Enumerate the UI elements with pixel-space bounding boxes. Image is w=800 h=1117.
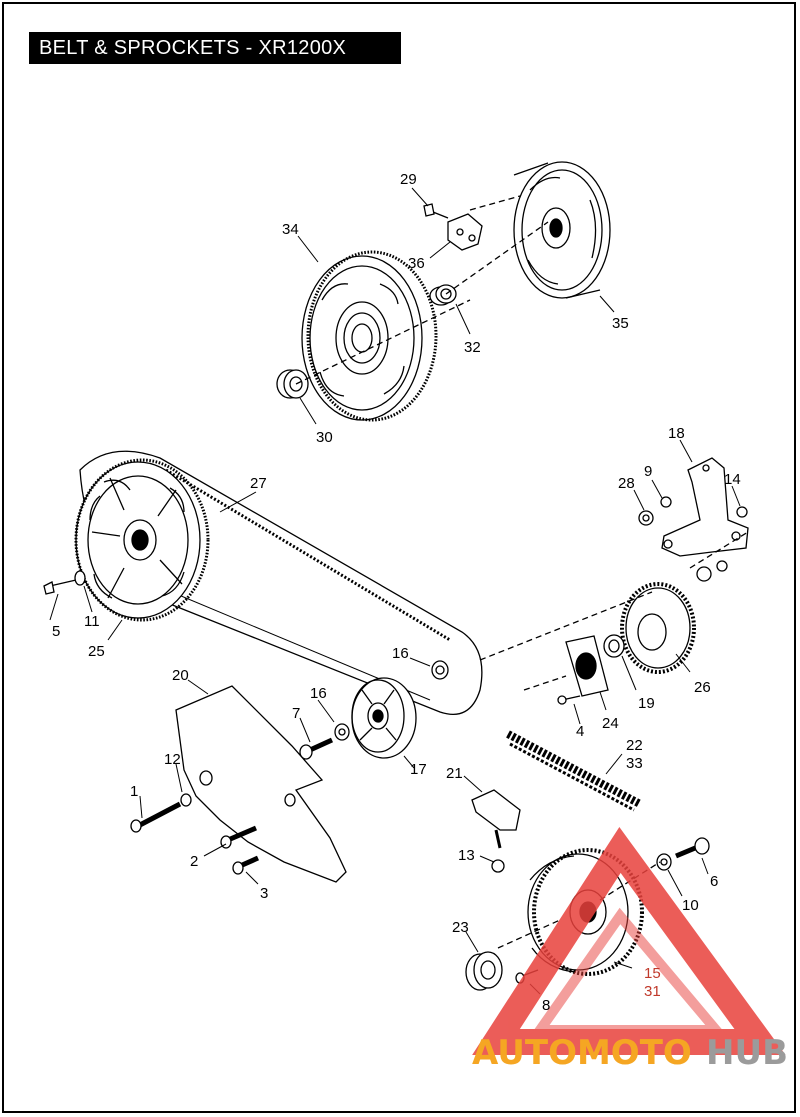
part-20-belt-guard	[175, 685, 347, 883]
part-28-nut	[638, 510, 654, 526]
part-13-nut	[491, 859, 505, 873]
callout-15: 15	[644, 965, 661, 982]
part-35-pulley-cover	[513, 161, 611, 299]
part-36-bracket	[447, 213, 483, 251]
callout-27: 27	[250, 475, 267, 492]
part-4-screw	[557, 695, 581, 705]
part-18-mount-bracket	[661, 457, 749, 557]
part-3-screw	[232, 855, 260, 875]
part-6-bolt	[675, 837, 710, 859]
part-28b-nut	[696, 560, 728, 582]
watermark-text-hub: HUB	[706, 1033, 788, 1073]
part-1-bolt	[130, 801, 182, 833]
callout-8: 8	[542, 997, 550, 1014]
part-24-lock-plate	[565, 635, 609, 697]
callout-25: 25	[88, 643, 105, 660]
part-9-washer	[660, 496, 672, 508]
part-34-rear-pulley	[301, 250, 438, 422]
part-26-front-sprocket	[620, 582, 696, 674]
callout-19: 19	[638, 695, 655, 712]
part-16-bushing-lower	[334, 723, 350, 741]
callout-17: 17	[410, 761, 427, 778]
callout-29: 29	[400, 171, 417, 188]
callout-24: 24	[602, 715, 619, 732]
callout-4: 4	[576, 723, 584, 740]
callout-21: 21	[446, 765, 463, 782]
callout-11: 11	[84, 613, 100, 630]
part-10-washer	[656, 853, 672, 871]
callout-2: 2	[190, 853, 198, 870]
callout-10: 10	[682, 897, 699, 914]
callout-22: 22	[626, 737, 643, 754]
part-32-spacer	[429, 284, 457, 306]
watermark-logo	[472, 827, 786, 1055]
part-19-nut	[603, 634, 625, 658]
callout-20: 20	[172, 667, 189, 684]
part-5-bolt	[43, 579, 77, 595]
callout-16-lower: 16	[310, 685, 327, 702]
part-16-bushing-upper	[431, 660, 449, 680]
callout-9: 9	[644, 463, 652, 480]
callout-12: 12	[164, 751, 181, 768]
watermark-text: AUTOMOTO HUB	[472, 1033, 788, 1073]
callout-labels: 29 34 36 35 32 30 18 9 28 14 27 5 11 25 …	[52, 171, 741, 1014]
part-14-pin	[736, 506, 748, 518]
callout-26: 26	[694, 679, 711, 696]
callout-33: 33	[626, 755, 643, 772]
watermark-text-automoto: AUTOMOTO	[472, 1033, 692, 1073]
part-17-idler-pulley	[351, 677, 417, 759]
callout-35: 35	[612, 315, 629, 332]
callout-28: 28	[618, 475, 635, 492]
callout-23: 23	[452, 919, 469, 936]
part-21-tensioner-block	[471, 789, 521, 849]
callout-31: 31	[644, 983, 661, 1000]
part-30-bearing	[276, 369, 309, 399]
part-23-bushing	[465, 951, 503, 991]
part-12-washer	[180, 793, 192, 807]
callout-18: 18	[668, 425, 685, 442]
page-title: BELT & SPROCKETS - XR1200X	[29, 32, 401, 64]
part-11-washer	[74, 570, 86, 586]
callout-3: 3	[260, 885, 268, 902]
callout-14: 14	[724, 471, 741, 488]
part-25-wheel-sprocket	[74, 458, 210, 622]
part-7-bolt	[299, 737, 334, 760]
callout-7: 7	[292, 705, 300, 722]
callout-16-upper: 16	[392, 645, 409, 662]
part-22-33-chain	[506, 730, 642, 812]
callout-34: 34	[282, 221, 299, 238]
part-29-bolt	[423, 203, 449, 219]
callout-5: 5	[52, 623, 60, 640]
callout-1: 1	[130, 783, 138, 800]
callout-32: 32	[464, 339, 481, 356]
callout-13: 13	[458, 847, 475, 864]
callout-36: 36	[408, 255, 425, 272]
callout-30: 30	[316, 429, 333, 446]
callout-6: 6	[710, 873, 718, 890]
